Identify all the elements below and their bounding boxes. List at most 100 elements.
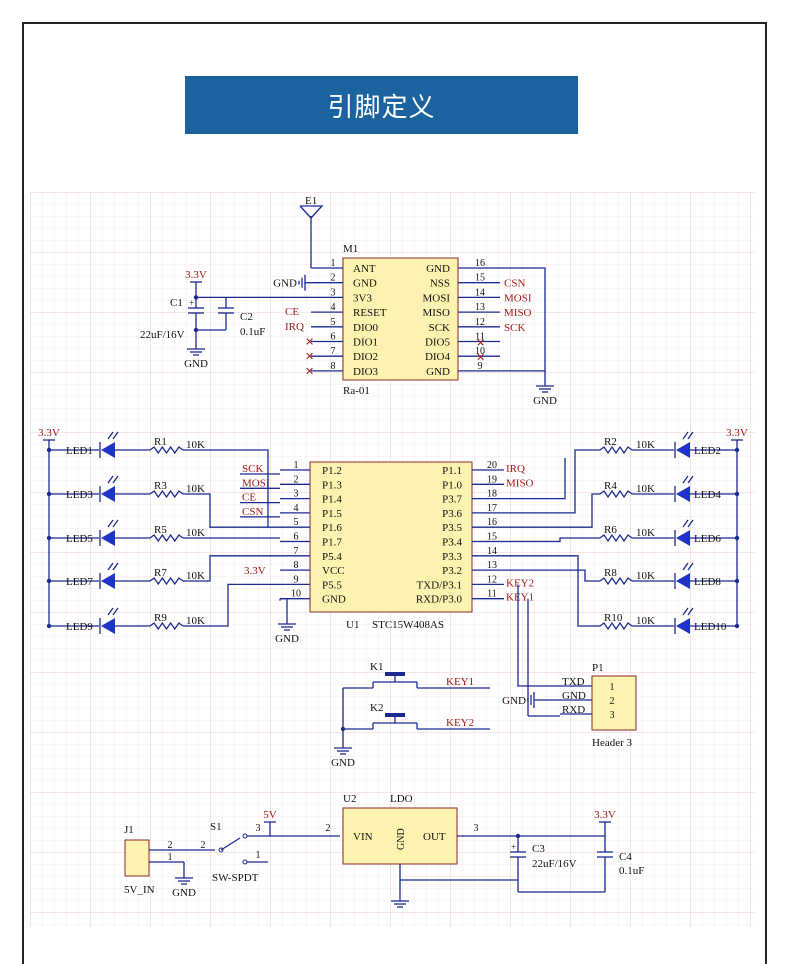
- resistor: [599, 621, 633, 631]
- module-pin-name: ANT: [353, 263, 376, 275]
- module-pin-name: GND: [426, 263, 450, 275]
- led-icon-ray2: [112, 475, 119, 484]
- module-net-csn: CSN: [504, 278, 525, 290]
- antenna-ref: E1: [305, 195, 317, 207]
- module-ground-label: GND: [533, 395, 557, 407]
- no-connect-mark: ✕: [305, 337, 314, 349]
- key-0-cap: [385, 672, 405, 676]
- key-ref: K2: [370, 702, 383, 714]
- mcu-pin-num: 5: [294, 517, 299, 528]
- mcu-pin-name: P3.7: [442, 494, 462, 506]
- header-ground-label: GND: [502, 695, 526, 707]
- led-icon-ray2: [112, 519, 119, 528]
- junction: [46, 535, 52, 541]
- junction: [46, 623, 52, 629]
- resistor-ref: R6: [604, 524, 617, 536]
- led-icon: [676, 618, 690, 634]
- led-icon-ray2: [112, 431, 119, 440]
- module-pin-num: 11: [475, 332, 485, 343]
- resistor: [149, 489, 184, 499]
- junction: [193, 327, 199, 333]
- mcu-net-mosi: MOSI: [242, 477, 270, 489]
- ldo-ref: U2: [343, 793, 356, 805]
- s1-pin-num: 2: [201, 840, 206, 851]
- module-pin-name: DIO3: [353, 366, 379, 378]
- module-pin-num: 2: [331, 273, 336, 284]
- led-icon-ray2: [687, 562, 694, 571]
- led-mcu-wire: [504, 555, 600, 627]
- resistor-ref: R10: [604, 612, 623, 624]
- resistor-ref: R4: [604, 480, 617, 492]
- ldo-gnd-label: GND: [396, 828, 407, 850]
- j1-pin-num: 1: [168, 852, 173, 863]
- mcu-pin-name: P3.2: [442, 565, 462, 577]
- junction: [734, 447, 740, 453]
- s1-pin-num: 1: [256, 850, 261, 861]
- led-icon-ray1: [107, 607, 114, 616]
- key-1-cap: [385, 713, 405, 717]
- led-label: LED4: [694, 489, 721, 501]
- module-pin-num: 14: [475, 287, 485, 298]
- j1-body: [124, 839, 150, 877]
- mcu-pin-name: P5.4: [322, 551, 342, 563]
- mcu-vcc-net: 3.3V: [244, 565, 266, 577]
- module-pin-num: 5: [331, 317, 336, 328]
- led-mcu-wire: [183, 583, 280, 627]
- module-pin-num: 9: [478, 361, 483, 372]
- antenna-symbol: [299, 205, 324, 219]
- resistor-ref: R2: [604, 436, 617, 448]
- resistor-value: 10K: [186, 483, 205, 495]
- module-pin-name: DIO4: [425, 351, 451, 363]
- led-label: LED2: [694, 445, 721, 457]
- header-pin-num: 1: [610, 682, 615, 693]
- resistor-value: 10K: [636, 527, 655, 539]
- led-mcu-wire: [504, 493, 600, 528]
- led-mcu-wire: [183, 555, 280, 582]
- junction: [515, 833, 521, 839]
- tx-wire: [517, 680, 560, 687]
- module-pin-num: 10: [475, 346, 485, 357]
- led-label: LED9: [66, 621, 93, 633]
- led-mcu-wire: [504, 537, 600, 543]
- mcu-net-key2: KEY2: [506, 577, 534, 589]
- led-label: LED7: [66, 576, 93, 588]
- s1-contact: [218, 847, 224, 853]
- key-net: KEY1: [446, 676, 474, 688]
- mcu-pin-name: RXD/P3.0: [416, 594, 463, 606]
- ldo-pin-num: 3: [474, 823, 479, 834]
- c3-value: 22uF/16V: [532, 858, 577, 870]
- resistor-ref: R5: [154, 524, 167, 536]
- mcu-pin-name: P1.0: [442, 479, 462, 491]
- no-connect-mark: ✕: [476, 352, 485, 364]
- module-pin-name: RESET: [353, 307, 387, 319]
- mcu-pin-name: P1.2: [322, 465, 342, 477]
- led-label: LED6: [694, 533, 721, 545]
- resistor: [149, 576, 184, 586]
- mcu-pin-num: 20: [487, 460, 497, 471]
- module-pin-name: MOSI: [422, 292, 450, 304]
- led-label: LED5: [66, 533, 93, 545]
- left-led-supply: 3.3V: [38, 427, 60, 439]
- module-net-mosi: MOSI: [504, 292, 532, 304]
- led-icon-ray2: [687, 607, 694, 616]
- module-pin-name: GND: [426, 366, 450, 378]
- key-ref: K1: [370, 661, 383, 673]
- module-pin-num: 6: [331, 332, 336, 343]
- mcu-pin-num: 19: [487, 474, 497, 485]
- mcu-net-key1: KEY1: [506, 592, 534, 604]
- header-net-rxd: RXD: [562, 704, 585, 716]
- led-icon-ray1: [682, 475, 689, 484]
- resistor: [149, 533, 184, 543]
- module-pin-name: GND: [353, 278, 377, 290]
- caps-ground-label: GND: [184, 358, 208, 370]
- led-icon-ray1: [107, 431, 114, 440]
- mcu-pin-num: 13: [487, 560, 497, 571]
- page-title: 引脚定义: [185, 76, 578, 134]
- header-part: Header 3: [592, 737, 633, 749]
- c3-ref: C3: [532, 843, 545, 855]
- resistor: [599, 576, 633, 586]
- mcu-gnd-wire: [280, 598, 288, 618]
- mcu-pin-name: P1.6: [322, 522, 342, 534]
- module-gnd-wire: [500, 267, 546, 372]
- key-net: KEY2: [446, 717, 474, 729]
